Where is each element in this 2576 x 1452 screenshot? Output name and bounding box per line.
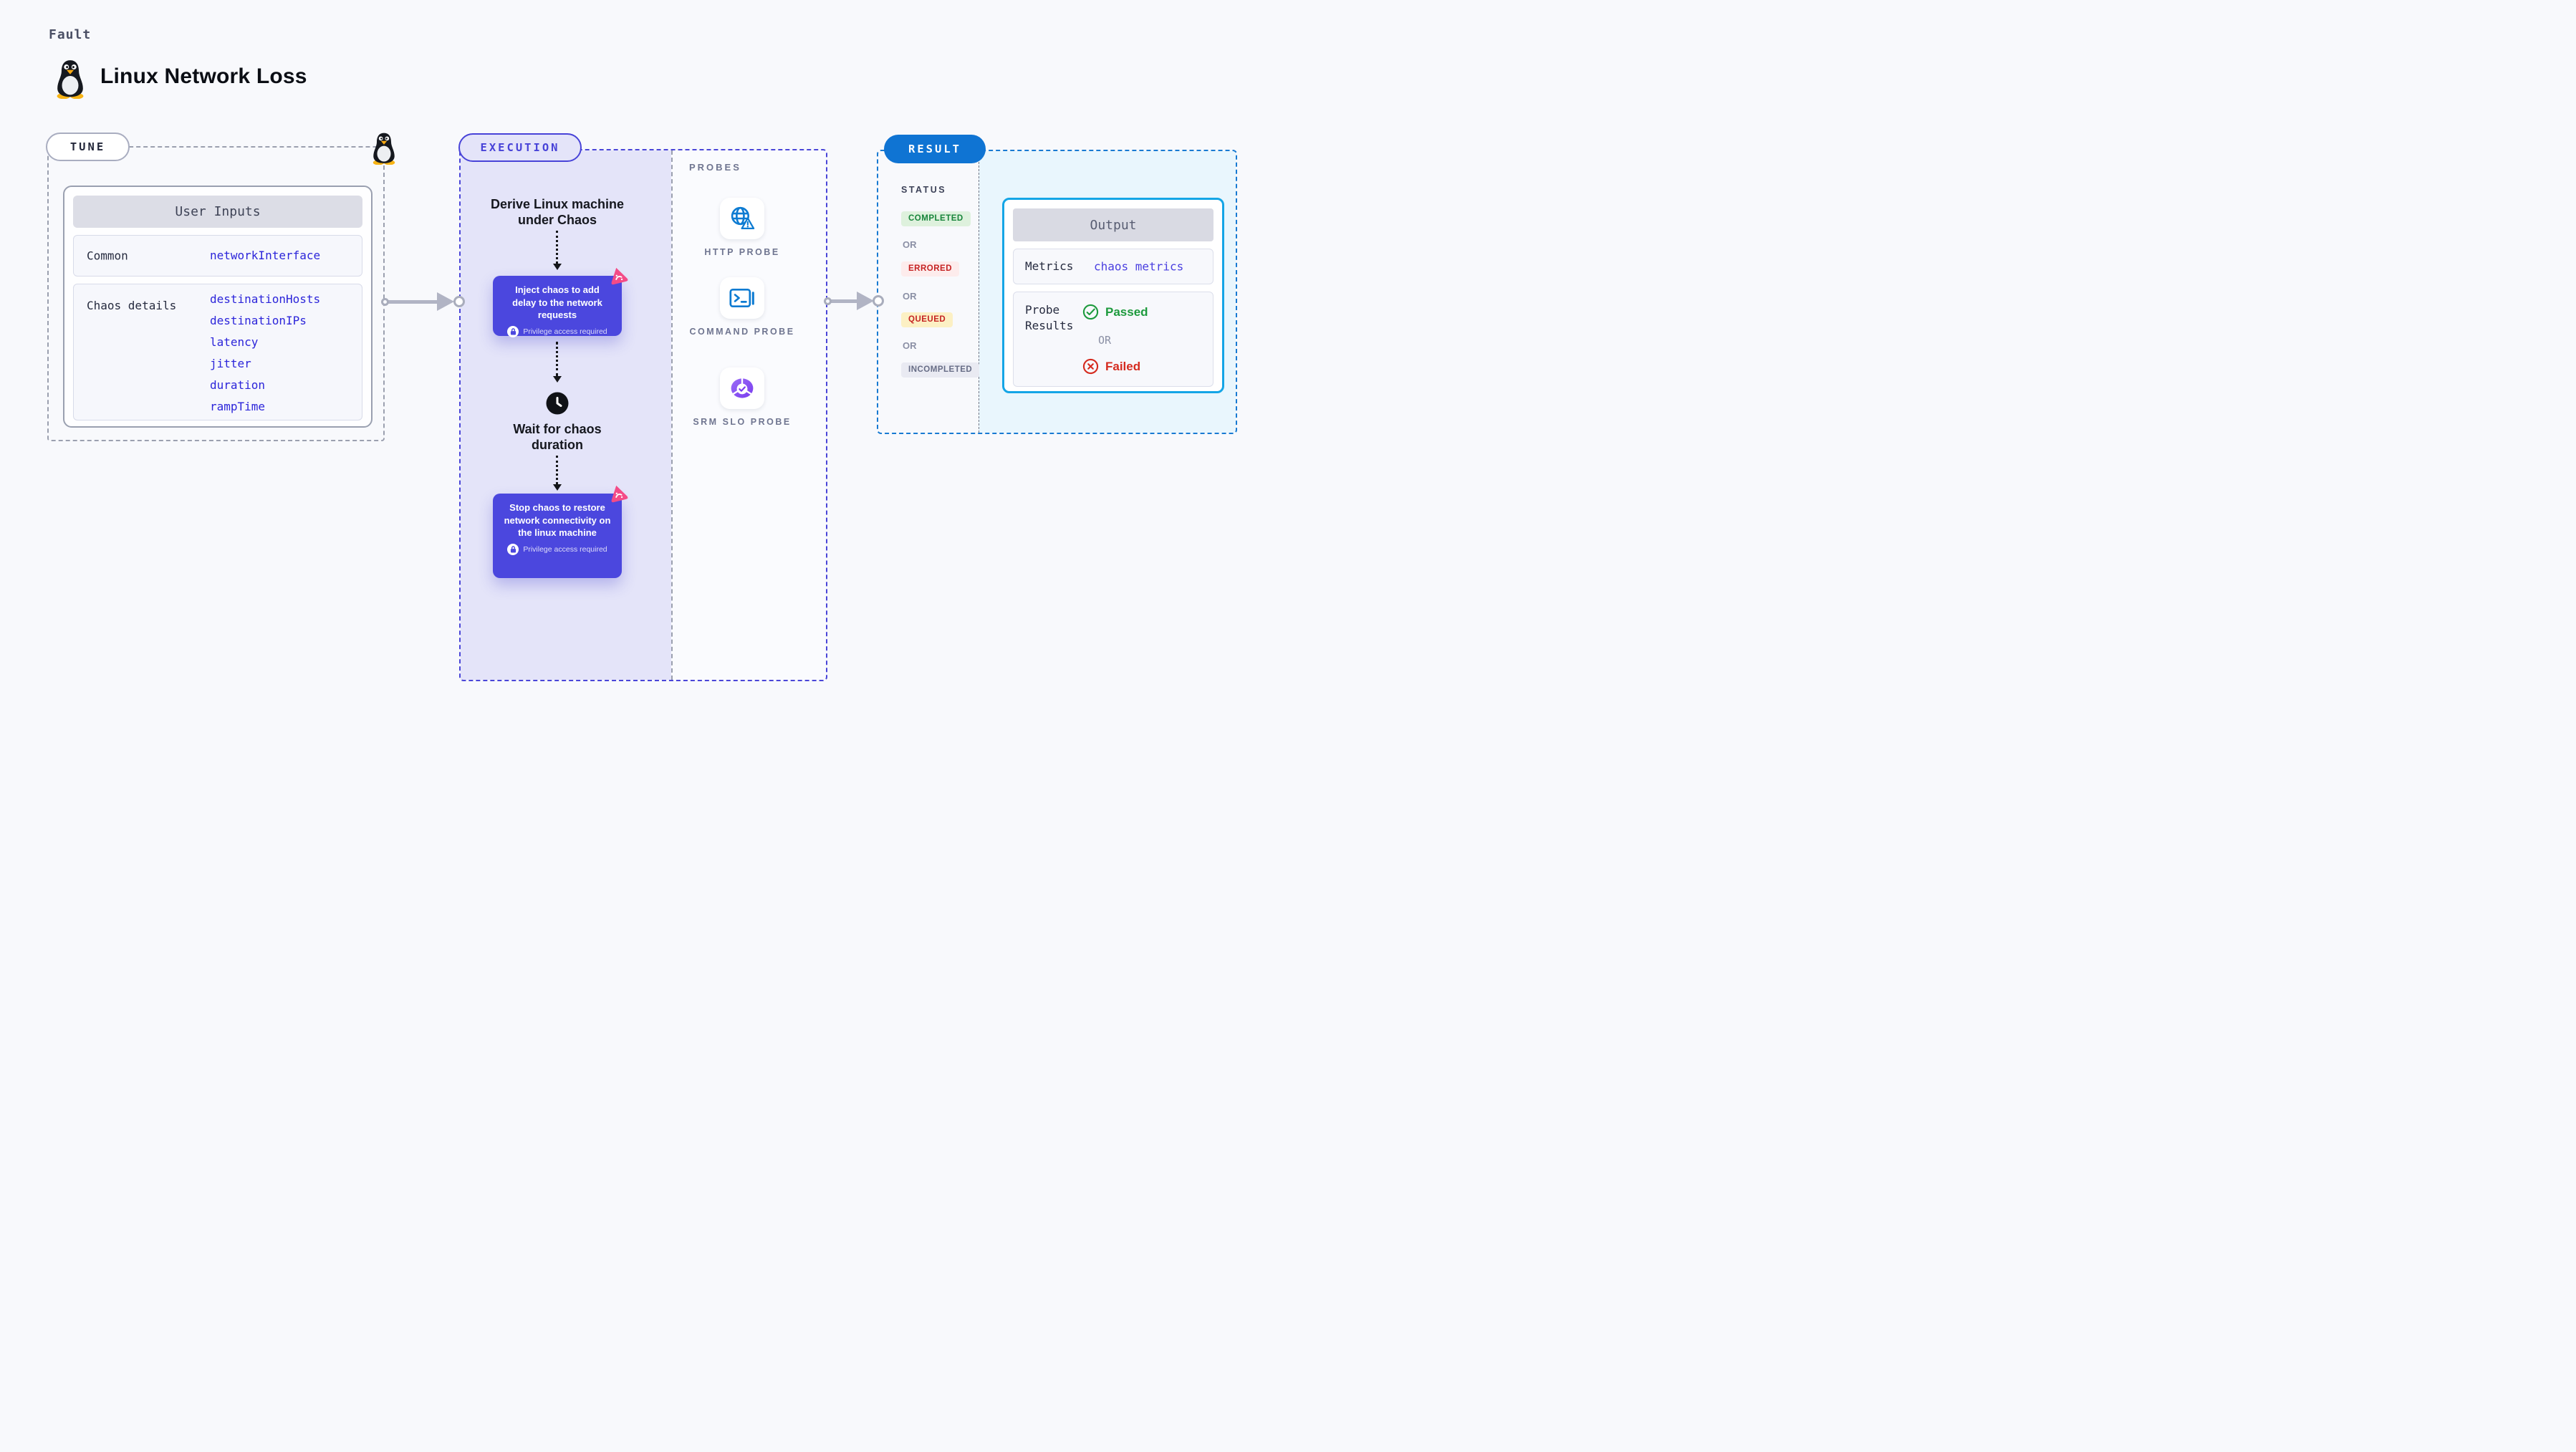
- tux-penguin-icon: [57, 60, 84, 99]
- execution-pill: EXECUTION: [458, 133, 582, 162]
- result-section-box: [877, 150, 1237, 434]
- lock-icon: [507, 543, 519, 555]
- probes-title: PROBES: [689, 162, 741, 173]
- failed-label: Failed: [1105, 359, 1141, 373]
- input-row-chaos-details: Chaos details destinationHosts destinati…: [73, 284, 362, 420]
- flow-arrow-probes-result: [831, 299, 857, 303]
- or-separator: OR: [903, 340, 917, 351]
- probe-label-http: HTTP PROBE: [704, 247, 780, 257]
- tune-section-box: [47, 146, 385, 441]
- passed-label: Passed: [1105, 304, 1148, 319]
- or-separator: OR: [1098, 334, 1112, 347]
- probe-card-srm-slo: [720, 367, 764, 409]
- tune-pill: TUNE: [46, 133, 130, 161]
- privilege-badge-label: Privilege access required: [523, 327, 607, 336]
- flow-arrowhead: [437, 292, 454, 311]
- verdict-failed: Failed: [1082, 358, 1140, 375]
- node-stop-chaos: Stop chaos to restore network connectivi…: [493, 494, 622, 578]
- metrics-label: Metrics: [1025, 259, 1074, 273]
- node-title: Stop chaos to restore network connectivi…: [504, 502, 611, 538]
- result-pill: RESULT: [884, 135, 986, 163]
- probe-card-http: [720, 198, 764, 239]
- execution-section-box: [459, 149, 827, 681]
- param-link-latency[interactable]: latency: [210, 335, 259, 349]
- param-link-networkInterface[interactable]: networkInterface: [210, 249, 321, 262]
- dotted-arrowhead: [553, 376, 562, 383]
- fault-diagram-page: Fault Linux Network Loss TUNE User Input…: [0, 0, 1288, 726]
- param-link-jitter[interactable]: jitter: [210, 357, 251, 370]
- dotted-connector: [556, 342, 558, 376]
- probe-label-command: COMMAND PROBE: [689, 327, 795, 337]
- dotted-connector: [556, 231, 558, 264]
- tux-penguin-small-icon: [373, 133, 395, 165]
- or-separator: OR: [903, 291, 917, 302]
- flow-arrowhead: [857, 292, 874, 310]
- x-circle-icon: [1082, 358, 1099, 375]
- param-link-destinationHosts[interactable]: destinationHosts: [210, 292, 321, 306]
- node-inject-chaos: Inject chaos to add delay to the network…: [493, 276, 622, 337]
- flow-arrow-tune-execution: [388, 300, 437, 304]
- fault-eyebrow: Fault: [49, 27, 92, 42]
- output-row-probe-results: Probe Results Passed OR Failed: [1013, 292, 1213, 387]
- connector-dot: [381, 298, 389, 306]
- check-circle-icon: [1082, 304, 1099, 320]
- chaos-metrics-link[interactable]: chaos metrics: [1094, 259, 1184, 274]
- param-link-duration[interactable]: duration: [210, 378, 266, 392]
- dotted-connector: [556, 456, 558, 484]
- node-title: Inject chaos to add delay to the network…: [512, 284, 602, 320]
- globe-alert-icon: [731, 206, 755, 230]
- chaos-logo-icon: [611, 485, 628, 503]
- chaos-logo-icon: [611, 267, 628, 285]
- execution-background: [461, 150, 671, 680]
- privilege-badge-label: Privilege access required: [523, 544, 607, 554]
- lock-icon: [507, 325, 519, 337]
- input-row-label: Common: [87, 249, 128, 263]
- probe-results-label: Probe Results: [1025, 303, 1074, 332]
- or-separator: OR: [903, 239, 917, 250]
- status-badge-errored: ERRORED: [901, 261, 960, 277]
- page-title: Linux Network Loss: [100, 64, 307, 88]
- step-derive-machine: Derive Linux machine under Chaos: [490, 197, 625, 227]
- connector-dot: [824, 297, 832, 305]
- clock-icon: [545, 391, 569, 419]
- terminal-icon: [729, 288, 754, 308]
- probe-label-srm-slo: SRM SLO PROBE: [693, 417, 792, 427]
- output-card: Output Metrics chaos metrics Probe Resul…: [1002, 198, 1224, 393]
- connector-dot: [453, 296, 465, 307]
- status-title: STATUS: [901, 185, 947, 195]
- output-title: Output: [1013, 208, 1213, 241]
- input-row-label: Chaos details: [87, 299, 177, 312]
- dotted-arrowhead: [553, 484, 562, 491]
- input-row-common: Common networkInterface: [73, 235, 362, 277]
- output-row-metrics: Metrics chaos metrics: [1013, 249, 1213, 284]
- step-wait-duration: Wait for chaos duration: [513, 422, 602, 452]
- param-link-rampTime[interactable]: rampTime: [210, 400, 266, 413]
- status-badge-queued: QUEUED: [901, 312, 953, 327]
- param-link-destinationIPs[interactable]: destinationIPs: [210, 314, 307, 327]
- slo-check-icon: [731, 378, 754, 398]
- verdict-passed: Passed: [1082, 304, 1148, 320]
- probes-divider: [671, 150, 673, 680]
- user-inputs-card: User Inputs Common networkInterface Chao…: [63, 186, 373, 428]
- connector-dot: [873, 295, 884, 307]
- probe-card-command: [720, 277, 764, 319]
- status-badge-incompleted: INCOMPLETED: [901, 362, 980, 378]
- status-badge-completed: COMPLETED: [901, 211, 971, 226]
- dotted-arrowhead: [553, 264, 562, 270]
- user-inputs-title: User Inputs: [73, 196, 362, 228]
